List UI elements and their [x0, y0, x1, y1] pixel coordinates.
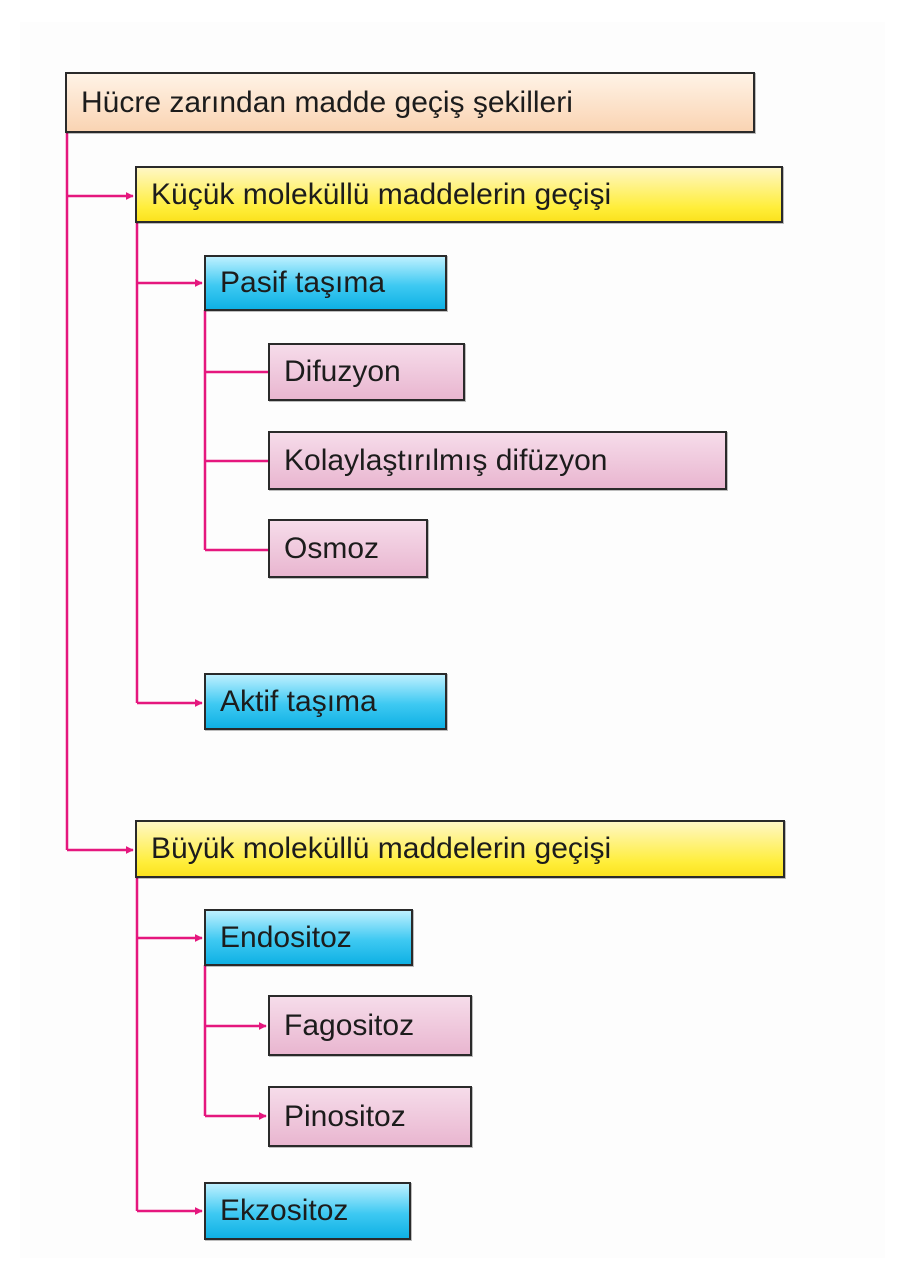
- root-node-label: Hücre zarından madde geçiş şekilleri: [81, 85, 573, 119]
- active-transport-box: Aktif taşıma: [204, 673, 447, 730]
- pinocytosis-label: Pinositoz: [284, 1099, 406, 1133]
- endocytosis-label: Endositoz: [220, 920, 352, 954]
- diffusion-label: Difuzyon: [284, 355, 401, 388]
- pinocytosis-box: Pinositoz: [268, 1086, 472, 1147]
- passive-transport-box: Pasif taşıma: [204, 255, 447, 311]
- phagocytosis-box: Fagositoz: [268, 995, 472, 1056]
- osmosis-box: Osmoz: [268, 519, 428, 578]
- exocytosis-box: Ekzositoz: [204, 1182, 411, 1240]
- small-molecules-label: Küçük moleküllü maddelerin geçişi: [151, 177, 612, 211]
- osmosis-label: Osmoz: [284, 531, 380, 565]
- root-node-box: Hücre zarından madde geçiş şekilleri: [65, 72, 755, 133]
- large-molecules-box: Büyük moleküllü maddelerin geçişi: [135, 820, 785, 878]
- active-transport-label: Aktif taşıma: [220, 684, 377, 718]
- small-molecules-box: Küçük moleküllü maddelerin geçişi: [135, 166, 783, 223]
- phagocytosis-label: Fagositoz: [284, 1008, 415, 1042]
- diffusion-box: Difuzyon: [268, 343, 465, 401]
- endocytosis-box: Endositoz: [204, 909, 413, 966]
- facilitated-diffusion-label: Kolaylaştırılmış difüzyon: [284, 443, 608, 477]
- large-molecules-label: Büyük moleküllü maddelerin geçişi: [151, 832, 612, 865]
- exocytosis-label: Ekzositoz: [220, 1194, 349, 1227]
- facilitated-diffusion-box: Kolaylaştırılmış difüzyon: [268, 431, 727, 490]
- passive-transport-label: Pasif taşıma: [220, 266, 386, 299]
